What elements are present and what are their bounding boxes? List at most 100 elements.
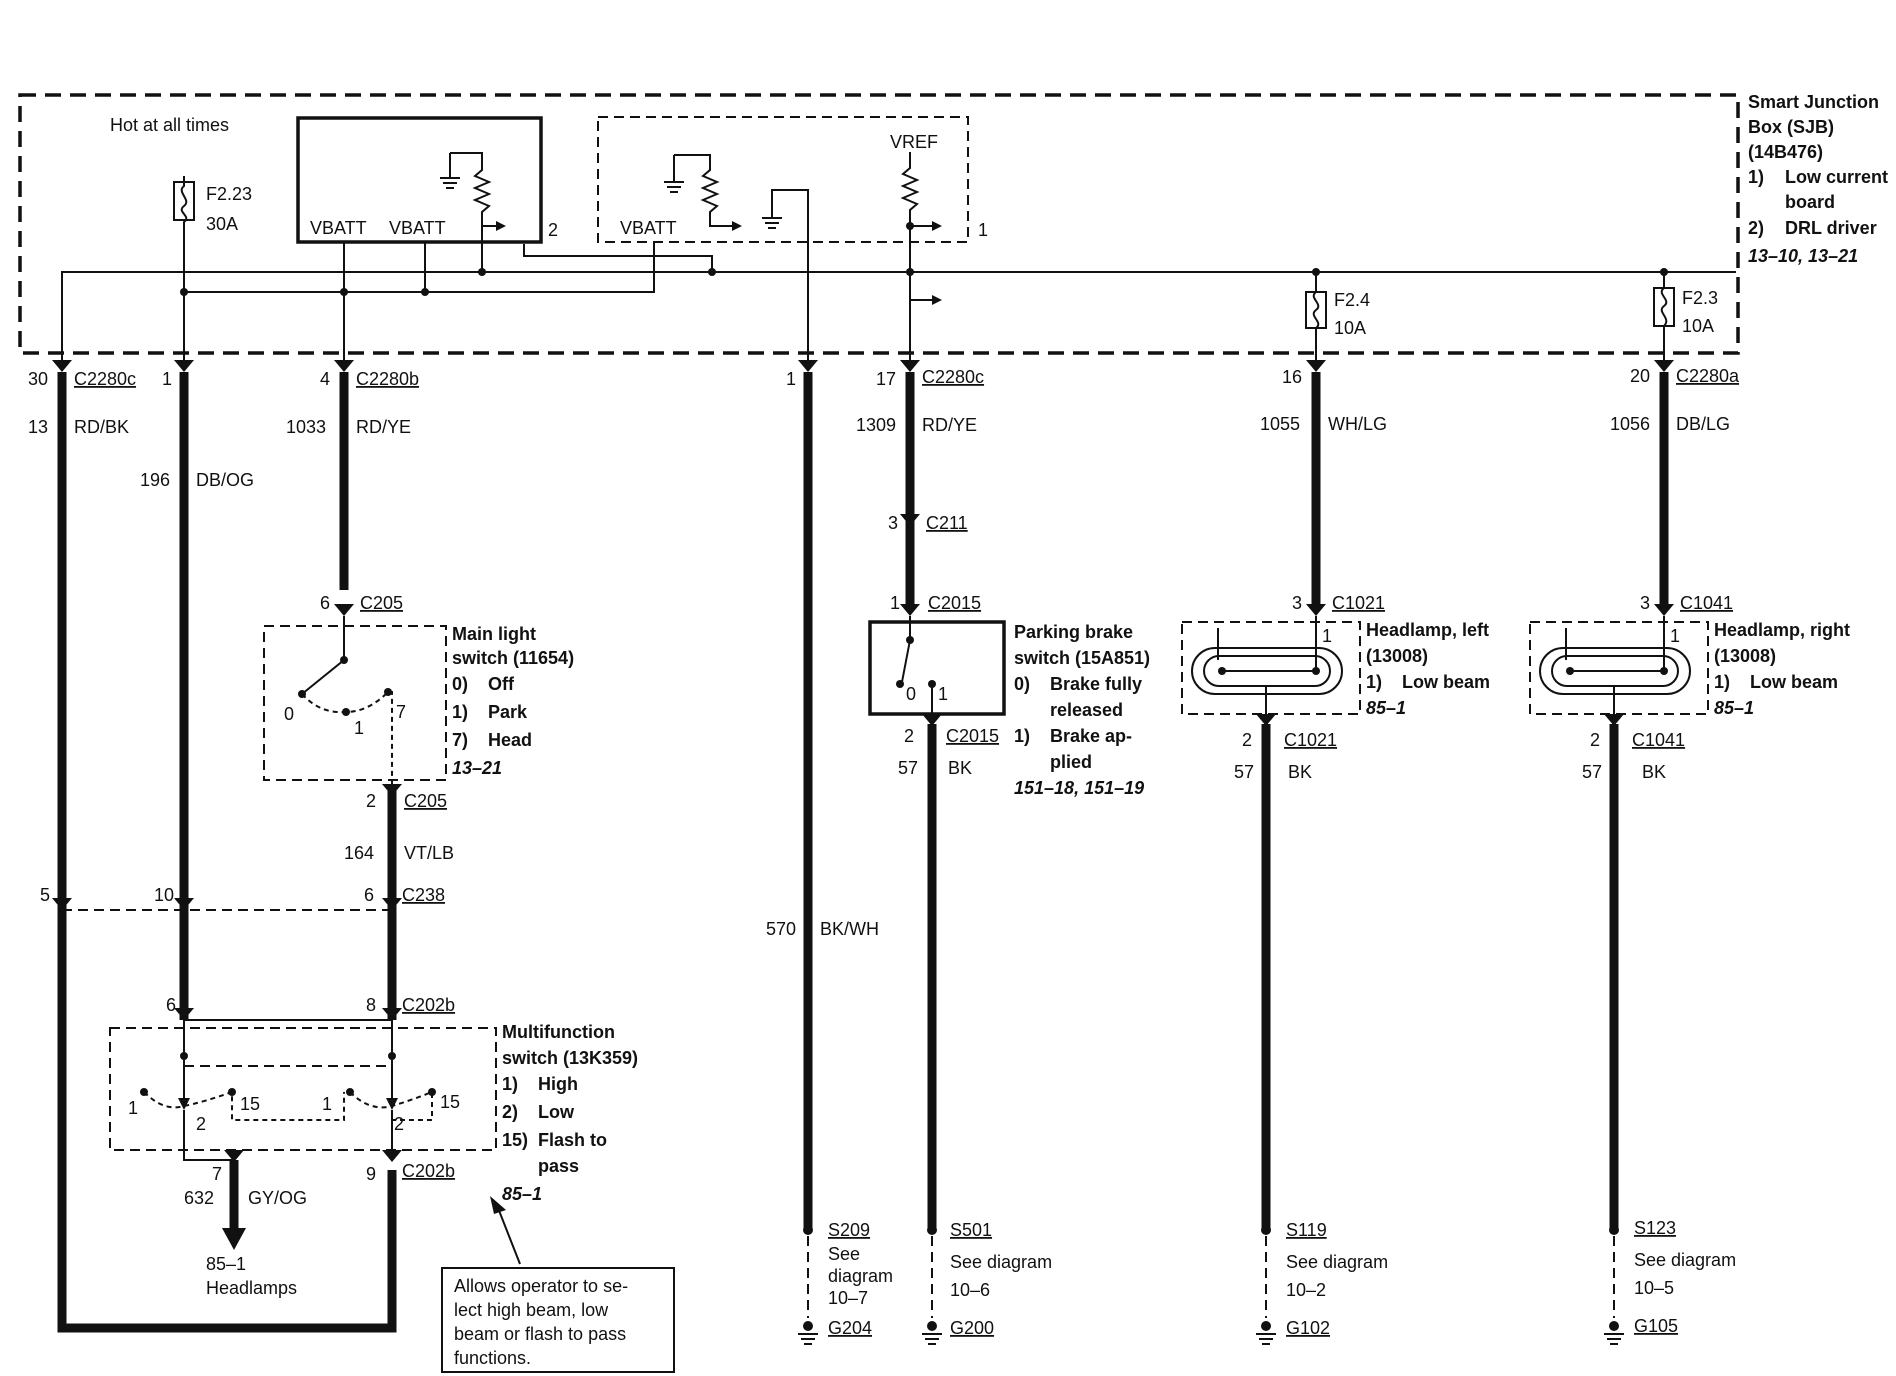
wire-196-num: 196: [140, 470, 170, 490]
g204-label: G204: [828, 1318, 872, 1338]
parking-opt0b: released: [1050, 700, 1123, 720]
parking-title2: switch (15A851): [1014, 648, 1150, 668]
module-2-label: 2: [548, 220, 558, 240]
low-current-board: [296, 116, 543, 244]
parking-ref: 151–18, 151–19: [1014, 778, 1144, 798]
pin-c1041-top: 3: [1640, 593, 1650, 613]
conn-c205-top: C205: [360, 593, 403, 613]
g105-label: G105: [1634, 1316, 1678, 1336]
headlamp-left: [1181, 621, 1361, 715]
pin-c1021-bot: 2: [1242, 730, 1252, 750]
headlamp-left-title1: Headlamp, left: [1366, 620, 1489, 640]
conn-c2280c-right: C2280c: [922, 367, 984, 387]
sjb-item2-text: DRL driver: [1785, 218, 1877, 238]
conn-c1041-bot: C1041: [1632, 730, 1685, 750]
wire-1033-num: 1033: [286, 417, 326, 437]
main-light-opt1-num: 1): [452, 702, 468, 722]
wire-164-num: 164: [344, 843, 374, 863]
wire-1056-num: 1056: [1610, 414, 1650, 434]
parking-opt1-num: 1): [1014, 726, 1030, 746]
pin-17: 17: [876, 369, 896, 389]
vbatt-3: VBATT: [620, 218, 677, 238]
wire-1056-color: DB/LG: [1676, 414, 1730, 434]
note-line1: Allows operator to se-: [454, 1276, 628, 1296]
connector-row-c2280: [52, 360, 1674, 372]
fuse-f23-label: F2.3: [1682, 288, 1718, 308]
wire-57-left-num: 57: [1234, 762, 1254, 782]
sjb-item2-num: 2): [1748, 218, 1764, 238]
pin-1-a: 1: [162, 369, 172, 389]
pin-c238-10: 10: [154, 885, 174, 905]
main-light-pos7: 7: [396, 702, 406, 722]
s209-num: 10–7: [828, 1288, 868, 1308]
mf-pin-2b: 2: [394, 1114, 404, 1134]
headlamp-right-title1: Headlamp, right: [1714, 620, 1850, 640]
conn-c2280c-left: C2280c: [74, 369, 136, 389]
main-light-pos0: 0: [284, 704, 294, 724]
pin-20: 20: [1630, 366, 1650, 386]
wire-57-right-color: BK: [1642, 762, 1666, 782]
fuse-f24-amp: 10A: [1334, 318, 1366, 338]
conn-c211: C211: [926, 513, 968, 533]
main-light-title2: switch (11654): [452, 648, 574, 668]
mf-opt2: Low: [538, 1102, 575, 1122]
vbatt-1: VBATT: [310, 218, 367, 238]
conn-c1021-bot: C1021: [1284, 730, 1337, 750]
ground-s501: [922, 1225, 942, 1345]
parking-opt0-num: 0): [1014, 674, 1030, 694]
pin-c238-5: 5: [40, 885, 50, 905]
main-light-opt7-num: 7): [452, 730, 468, 750]
wire-57-left-color: BK: [1288, 762, 1312, 782]
main-light-opt1: Park: [488, 702, 528, 722]
s209-see: See: [828, 1244, 860, 1264]
wire-196-color: DB/OG: [196, 470, 254, 490]
wire-13-rdbk: [57, 372, 397, 1333]
ground-s119: [1256, 1225, 1276, 1345]
mf-pin-15a: 15: [240, 1094, 260, 1114]
g102-label: G102: [1286, 1318, 1330, 1338]
main-light-opt0: Off: [488, 674, 515, 694]
conn-c2015-bot: C2015: [946, 726, 999, 746]
headlamp-left-ref: 85–1: [1366, 698, 1406, 718]
sjb-title-3: (14B476): [1748, 142, 1823, 162]
g200-label: G200: [950, 1318, 994, 1338]
pin-c202b-8: 8: [366, 995, 376, 1015]
parking-brake-switch: [868, 620, 1006, 716]
wire-1309-num: 1309: [856, 415, 896, 435]
module-1-label: 1: [978, 220, 988, 240]
pin-c2015-top: 1: [890, 593, 900, 613]
conn-c2015-top: C2015: [928, 593, 981, 613]
note-line2: lect high beam, low: [454, 1300, 609, 1320]
headlamps-ref: 85–1: [206, 1254, 246, 1274]
main-light-ref: 13–21: [452, 758, 502, 778]
mf-pin-1a: 1: [128, 1098, 138, 1118]
s209-diagram: diagram: [828, 1266, 893, 1286]
wire-57-right-num: 57: [1582, 762, 1602, 782]
main-light-switch: [263, 625, 447, 781]
headlamp-left-pin: 1: [1322, 626, 1332, 646]
headlamp-right-title2: (13008): [1714, 646, 1776, 666]
mf-title1: Multifunction: [502, 1022, 615, 1042]
mf-opt15: Flash to: [538, 1130, 607, 1150]
hot-label: Hot at all times: [110, 115, 229, 135]
wire-13-num: 13: [28, 417, 48, 437]
sjb-item1-text2: board: [1785, 192, 1835, 212]
mf-opt1-num: 1): [502, 1074, 518, 1094]
mf-pin-2a: 2: [196, 1114, 206, 1134]
note-arrow: [497, 1207, 521, 1265]
ground-s209: [798, 1225, 818, 1345]
headlamp-right-opt: Low beam: [1750, 672, 1838, 692]
fuse-f23-amp: 10A: [1682, 316, 1714, 336]
wire-1055-num: 1055: [1260, 414, 1300, 434]
conn-c1041-top: C1041: [1680, 593, 1733, 613]
parking-opt0: Brake fully: [1050, 674, 1142, 694]
mf-opt2-num: 2): [502, 1102, 518, 1122]
pin-c202b-7: 7: [212, 1164, 222, 1184]
s123-see: See diagram: [1634, 1250, 1736, 1270]
headlamps-label: Headlamps: [206, 1278, 297, 1298]
mf-opt15b: pass: [538, 1156, 579, 1176]
conn-c1021-top: C1021: [1332, 593, 1385, 613]
sjb-item1-text: Low current: [1785, 167, 1888, 187]
s123-num: 10–5: [1634, 1278, 1674, 1298]
conn-c205-bot: C205: [404, 791, 447, 811]
